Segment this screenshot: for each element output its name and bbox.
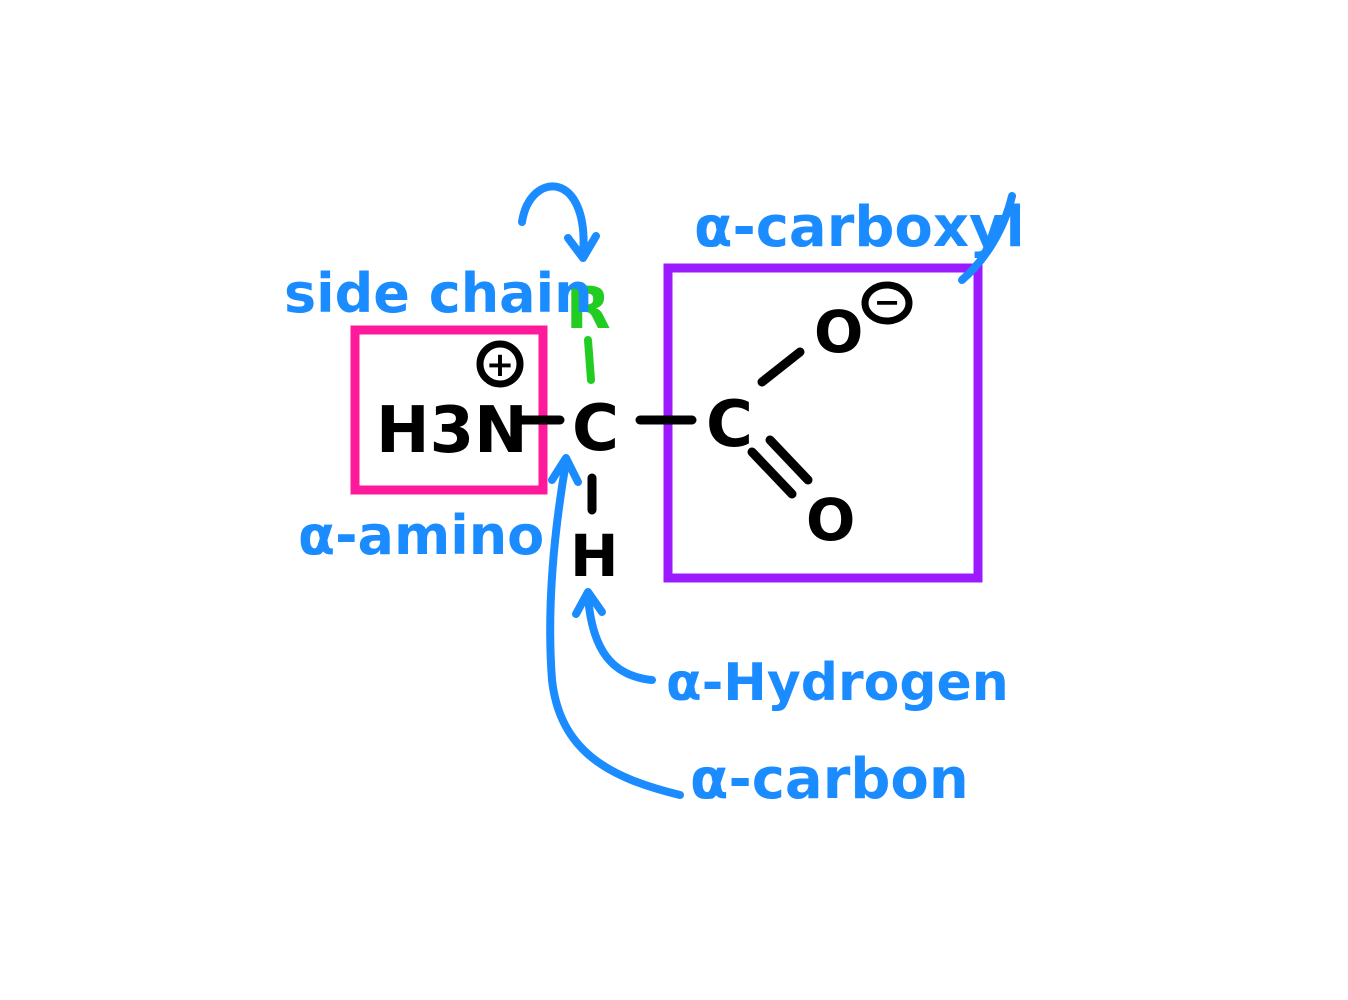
side-chain-arrowhead xyxy=(564,232,600,262)
alpha-amino-box xyxy=(350,325,548,495)
alpha-carbon-arrowhead xyxy=(548,454,582,486)
negative-charge-text: − xyxy=(874,283,901,321)
alpha-carboxyl-tail xyxy=(958,192,1016,284)
alpha-hydrogen-label: α-Hydrogen xyxy=(666,653,1009,713)
carboxyl-oxygen-single-text: O xyxy=(814,298,863,366)
side-chain-label: side chain xyxy=(284,262,593,325)
carboxyl-carbon-text: C xyxy=(706,388,753,462)
alpha-carbon-arrow xyxy=(546,458,684,799)
side-chain-arrow xyxy=(518,182,588,259)
side-chain-r-text: R xyxy=(566,274,611,342)
alpha-carbon-text: C xyxy=(572,392,619,466)
c-o-single-bond xyxy=(757,347,805,387)
amino-group-text: H3N xyxy=(376,394,528,468)
c-o-double-bond-1 xyxy=(747,447,797,499)
alpha-hydrogen-text: H xyxy=(570,522,619,590)
c-o-double-bond-2 xyxy=(765,435,813,485)
alpha-amino-label: α-amino xyxy=(298,504,544,567)
alpha-carbon-label: α-carbon xyxy=(690,747,969,812)
alpha-carboxyl-label: α-carboxyl xyxy=(694,195,1025,260)
carboxyl-oxygen-double-text: O xyxy=(806,486,855,554)
alpha-hydrogen-arrowhead xyxy=(572,588,606,618)
positive-charge-circle xyxy=(476,340,524,388)
alpha-hydrogen-arrow xyxy=(584,592,656,684)
c-r-bond xyxy=(584,336,595,384)
negative-charge-circle xyxy=(861,281,913,325)
positive-charge-text: + xyxy=(486,345,515,385)
